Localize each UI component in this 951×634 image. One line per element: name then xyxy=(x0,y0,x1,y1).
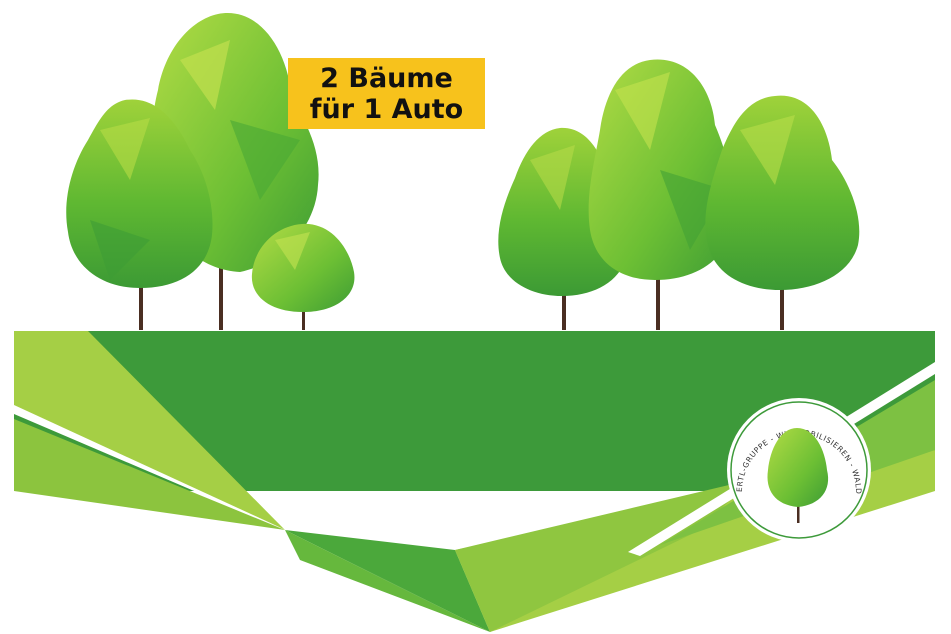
tree-facet xyxy=(660,170,725,250)
slogan-line-1: 2 Bäume xyxy=(320,62,453,94)
ground-facet-left xyxy=(14,331,285,530)
tree-right-3 xyxy=(705,95,860,330)
tree-trunk xyxy=(562,280,566,330)
tree-left-medium xyxy=(66,99,213,330)
ground-facet-bottom-shade xyxy=(285,530,490,632)
slogan-line-2: für 1 Auto xyxy=(309,93,464,125)
badge-tree-trunk xyxy=(797,495,800,523)
tree-trunk xyxy=(780,270,784,330)
tree-facet xyxy=(275,232,310,270)
tree-facet xyxy=(90,220,150,280)
tree-facet xyxy=(180,40,230,110)
tree-trunk xyxy=(139,270,143,330)
tree-trunk xyxy=(302,300,305,330)
tree-left-small xyxy=(251,223,355,330)
tree-facet xyxy=(530,145,575,210)
tree-facet xyxy=(740,115,795,185)
tree-trunk xyxy=(656,260,660,330)
tree-facet xyxy=(100,118,150,180)
tree-crown xyxy=(251,223,355,312)
badge-ring xyxy=(730,401,868,539)
tree-facet xyxy=(230,120,300,200)
slogan-banner: 2 Bäume für 1 Auto xyxy=(288,58,485,129)
tree-right-2 xyxy=(588,59,734,330)
ground-white-stripe-left xyxy=(14,405,290,532)
tree-crown xyxy=(705,95,860,290)
ground-facet-bottom-mid xyxy=(455,480,750,632)
tree-trunk xyxy=(219,240,223,330)
ground-facet-left-lower xyxy=(14,419,285,530)
tree-facet xyxy=(615,72,670,150)
badge-tree-icon xyxy=(767,428,829,507)
